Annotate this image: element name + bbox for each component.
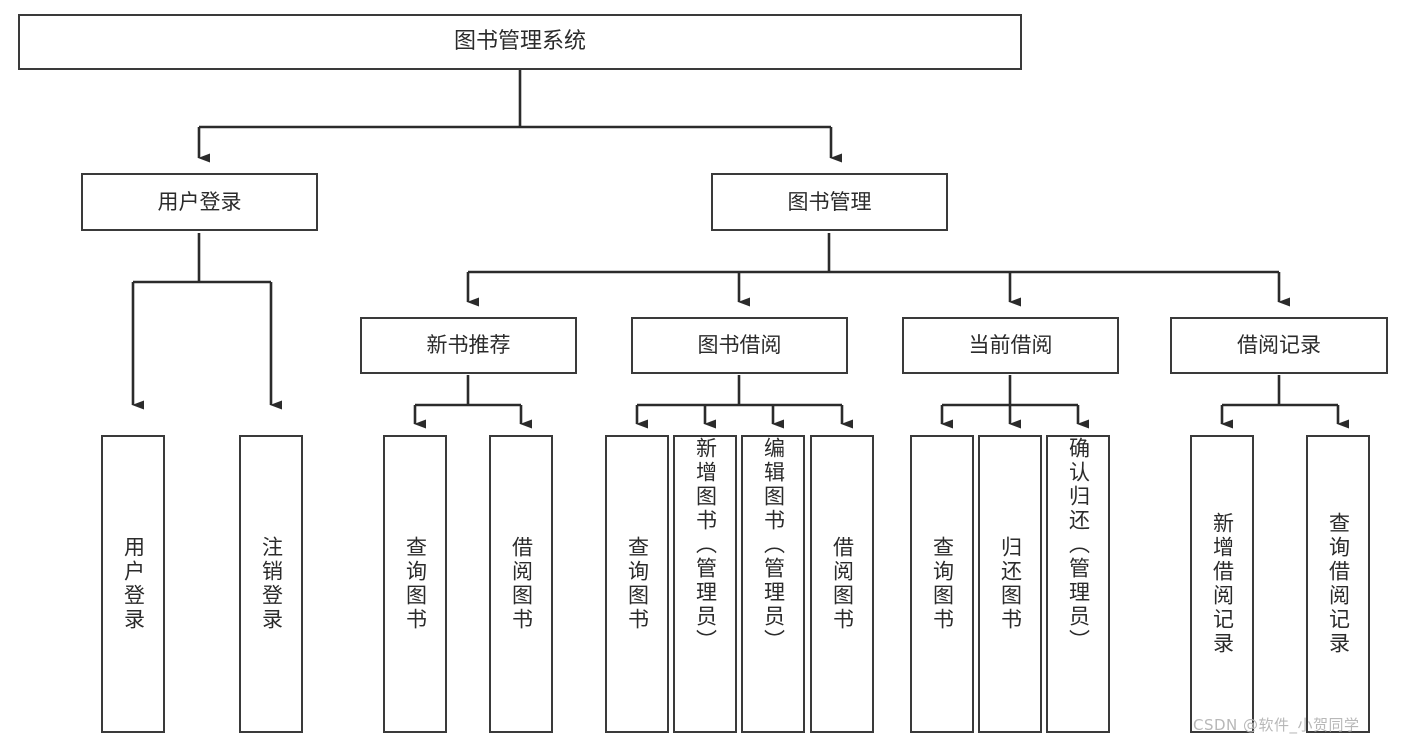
node-label: 新增图书（管理员） <box>693 437 718 653</box>
node-label: 确认归还（管理员） <box>1066 437 1091 653</box>
node-label: 用户登录 <box>121 536 146 632</box>
node-label: 用户登录 <box>157 189 242 214</box>
node-leaf-query-book-rec[interactable]: 查询图书 <box>383 435 447 733</box>
node-borrowing-record[interactable]: 借阅记录 <box>1170 317 1388 374</box>
node-label: 新书推荐 <box>426 333 511 358</box>
node-label: 编辑图书（管理员） <box>761 437 786 653</box>
node-leaf-query-book-borrow[interactable]: 查询图书 <box>605 435 669 733</box>
node-leaf-logout-login[interactable]: 注销登录 <box>239 435 303 733</box>
csdn-watermark: CSDN @软件_小贺同学 <box>1193 716 1360 734</box>
node-current-borrowing[interactable]: 当前借阅 <box>902 317 1119 374</box>
node-leaf-add-borrow-record[interactable]: 新增借阅记录 <box>1190 435 1254 733</box>
node-leaf-add-book-admin[interactable]: 新增图书（管理员） <box>673 435 737 733</box>
node-label: 查询图书 <box>930 536 955 632</box>
node-label: 注销登录 <box>259 536 284 632</box>
node-label: 图书借阅 <box>697 333 782 358</box>
node-label: 图书管理 <box>787 189 872 214</box>
node-label: 借阅图书 <box>830 536 855 632</box>
node-label: 归还图书 <box>998 536 1023 632</box>
node-leaf-edit-book-admin[interactable]: 编辑图书（管理员） <box>741 435 805 733</box>
node-user-login[interactable]: 用户登录 <box>81 173 318 231</box>
node-label: 借阅记录 <box>1237 333 1321 358</box>
node-leaf-query-book-current[interactable]: 查询图书 <box>910 435 974 733</box>
node-label: 查询借阅记录 <box>1326 512 1351 656</box>
node-root-book-management-system[interactable]: 图书管理系统 <box>18 14 1022 70</box>
node-label: 新增借阅记录 <box>1210 512 1235 656</box>
node-leaf-confirm-return-admin[interactable]: 确认归还（管理员） <box>1046 435 1110 733</box>
node-leaf-query-borrow-record[interactable]: 查询借阅记录 <box>1306 435 1370 733</box>
node-leaf-borrow-book-rec[interactable]: 借阅图书 <box>489 435 553 733</box>
node-book-borrowing[interactable]: 图书借阅 <box>631 317 848 374</box>
node-label: 借阅图书 <box>509 536 534 632</box>
node-leaf-user-login[interactable]: 用户登录 <box>101 435 165 733</box>
node-label: 查询图书 <box>625 536 650 632</box>
node-leaf-return-book[interactable]: 归还图书 <box>978 435 1042 733</box>
node-label: 图书管理系统 <box>453 29 586 55</box>
node-new-book-recommendation[interactable]: 新书推荐 <box>360 317 577 374</box>
node-book-management[interactable]: 图书管理 <box>711 173 948 231</box>
node-label: 当前借阅 <box>968 333 1053 358</box>
node-label: 查询图书 <box>403 536 428 632</box>
node-leaf-borrow-book[interactable]: 借阅图书 <box>810 435 874 733</box>
